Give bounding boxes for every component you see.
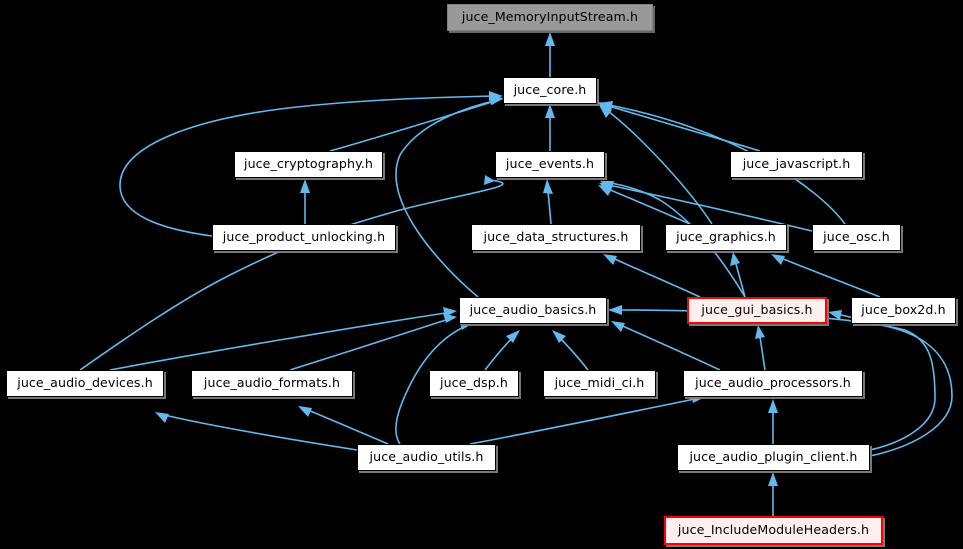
node-label: juce_javascript.h xyxy=(742,156,851,172)
node-label: juce_midi_ci.h xyxy=(554,375,645,391)
edge-midi-ci-to-audio-basics xyxy=(552,330,589,371)
node-label: juce_audio_basics.h xyxy=(469,302,597,318)
node-juce-data-structures[interactable]: juce_data_structures.h xyxy=(471,224,641,251)
node-label: juce_product_unlocking.h xyxy=(222,229,386,245)
edge-core-to-memoryinputstream xyxy=(545,32,555,77)
node-label: juce_dsp.h xyxy=(440,375,508,391)
node-label: juce_data_structures.h xyxy=(483,229,629,245)
edge-audio-processors-to-gui-basics xyxy=(755,325,766,371)
node-label: juce_cryptography.h xyxy=(243,156,374,172)
node-juce-memoryinputstream[interactable]: juce_MemoryInputStream.h xyxy=(447,4,653,31)
node-juce-gui-basics[interactable]: juce_gui_basics.h xyxy=(687,297,827,324)
edge-audio-utils-to-audio-formats xyxy=(298,406,389,445)
node-juce-box2d[interactable]: juce_box2d.h xyxy=(851,297,956,324)
edge-audio-devices-to-events xyxy=(79,175,504,371)
edge-audio-basics-to-core xyxy=(395,95,503,298)
node-juce-audio-formats[interactable]: juce_audio_formats.h xyxy=(191,370,353,397)
node-label: juce_events.h xyxy=(505,156,595,172)
node-juce-osc[interactable]: juce_osc.h xyxy=(812,224,901,251)
node-juce-audio-plugin-client[interactable]: juce_audio_plugin_client.h xyxy=(677,444,870,471)
node-juce-includemoduleheaders[interactable]: juce_IncludeModuleHeaders.h xyxy=(664,516,883,545)
node-juce-dsp[interactable]: juce_dsp.h xyxy=(429,370,519,397)
edge-audio-processors-to-audio-basics xyxy=(611,321,721,371)
node-label: juce_box2d.h xyxy=(861,302,946,318)
edge-include-module-headers-to-audio-plugin-client xyxy=(768,472,778,516)
node-label: juce_IncludeModuleHeaders.h xyxy=(677,522,870,538)
node-juce-audio-processors[interactable]: juce_audio_processors.h xyxy=(683,370,863,397)
node-juce-audio-utils[interactable]: juce_audio_utils.h xyxy=(357,444,496,471)
node-label: juce_audio_devices.h xyxy=(17,375,153,391)
node-juce-audio-basics[interactable]: juce_audio_basics.h xyxy=(459,297,607,324)
edge-graphics-to-events xyxy=(598,185,691,225)
edge-events-to-core xyxy=(545,104,555,151)
edge-audio-utils-to-audio-processors xyxy=(469,393,705,445)
node-juce-events[interactable]: juce_events.h xyxy=(495,151,605,178)
node-juce-graphics[interactable]: juce_graphics.h xyxy=(665,224,787,251)
edge-audio-plugin-client-to-audio-processors xyxy=(768,399,778,444)
edge-box2d-to-graphics xyxy=(771,254,881,298)
node-juce-product-unlocking[interactable]: juce_product_unlocking.h xyxy=(212,224,396,251)
edge-audio-utils-to-audio-devices xyxy=(155,412,358,451)
node-juce-midi-ci[interactable]: juce_midi_ci.h xyxy=(543,370,656,397)
node-label: juce_audio_utils.h xyxy=(369,449,484,465)
node-juce-javascript[interactable]: juce_javascript.h xyxy=(730,151,863,178)
edge-gui-basics-to-events xyxy=(600,181,746,298)
node-label: juce_graphics.h xyxy=(676,229,776,245)
node-label: juce_audio_processors.h xyxy=(695,375,851,391)
edge-audio-devices-to-audio-basics xyxy=(109,307,457,371)
edge-audio-formats-to-audio-basics xyxy=(289,313,457,371)
edge-data-structures-to-events xyxy=(543,179,553,225)
node-label: juce_osc.h xyxy=(823,229,890,245)
edge-graphics-to-core xyxy=(599,105,713,225)
edge-product-unlocking-to-cryptography xyxy=(300,179,310,224)
node-label: juce_core.h xyxy=(513,82,587,98)
node-juce-cryptography[interactable]: juce_cryptography.h xyxy=(234,151,383,178)
node-label: juce_MemoryInputStream.h xyxy=(461,9,639,25)
edge-javascript-to-core xyxy=(597,102,761,152)
edge-cryptography-to-core xyxy=(329,95,503,152)
node-label: juce_gui_basics.h xyxy=(701,302,813,318)
node-label: juce_audio_formats.h xyxy=(203,375,341,391)
node-label: juce_audio_plugin_client.h xyxy=(689,449,858,465)
edge-dsp-to-audio-basics xyxy=(484,330,520,371)
node-juce-audio-devices[interactable]: juce_audio_devices.h xyxy=(6,370,164,397)
edge-gui-basics-to-graphics xyxy=(730,252,746,298)
node-juce-core[interactable]: juce_core.h xyxy=(503,77,597,104)
edge-gui-basics-to-data-structures xyxy=(603,254,701,298)
